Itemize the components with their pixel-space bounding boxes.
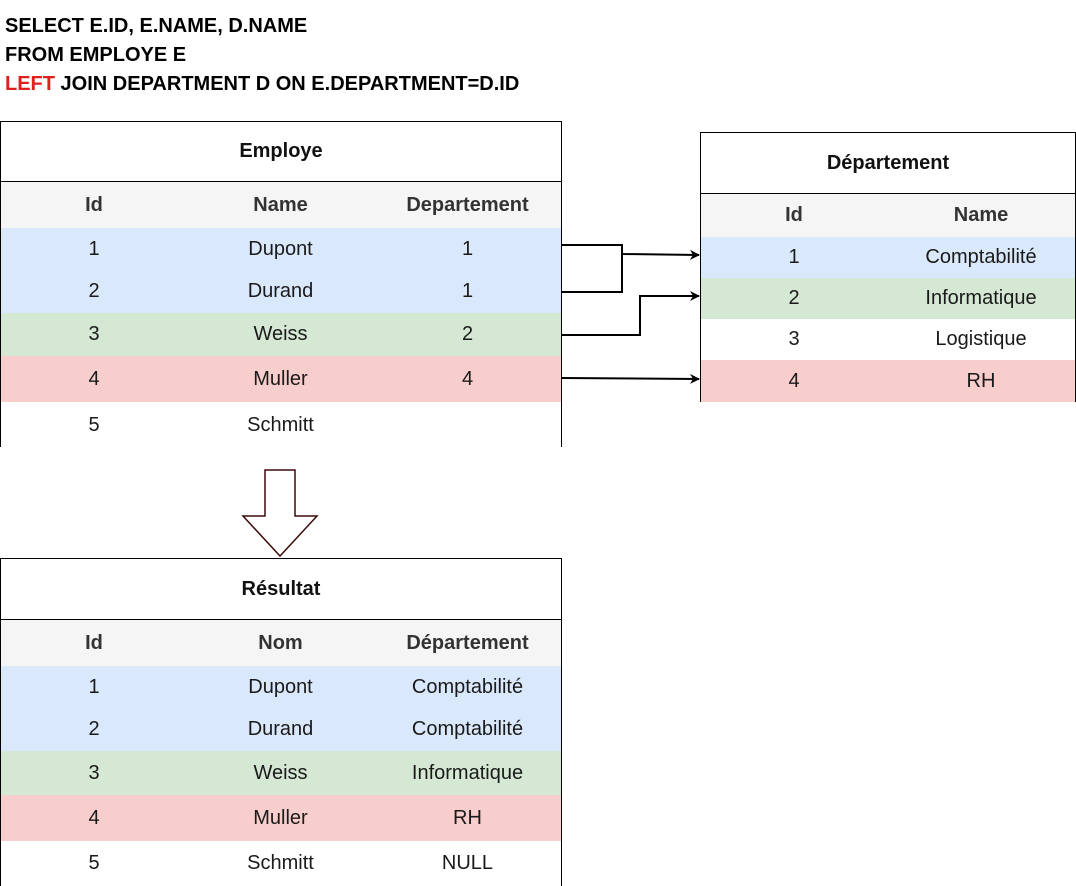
- resultat-table-cell: Weiss: [253, 761, 308, 784]
- employe-table-row: 4 Muller 4: [1, 356, 561, 402]
- departement-table-title: Département: [701, 133, 1075, 194]
- connector-dupont-to-dept-1: [562, 244, 700, 260]
- resultat-table-title: Résultat: [1, 559, 561, 620]
- employe-table-title: Employe: [1, 122, 561, 182]
- departement-table-cell: 2: [788, 287, 800, 309]
- departement-table-cell: Comptabilité: [925, 246, 1037, 268]
- departement-header-row: Id Name: [701, 194, 1075, 237]
- resultat-column-header: Id: [85, 631, 103, 654]
- resultat-table-row: 2 Durand Comptabilité: [1, 708, 561, 751]
- sql-line-from: FROM EMPLOYE E: [5, 44, 187, 66]
- employe-table: Employe Id Name Departement 1 Dupont 1 2 Durand…: [0, 121, 562, 448]
- resultat-table-cell: 4: [88, 806, 100, 829]
- resultat-table-cell: Schmitt: [247, 852, 314, 874]
- sql-query: SELECT E.ID, E.NAME, D.NAME FROM EMPLOYE…: [5, 12, 519, 99]
- departement-table-cell: 3: [788, 328, 800, 350]
- employe-table-row: 5 Schmitt: [1, 402, 561, 448]
- resultat-table-cell: 1: [88, 675, 100, 698]
- departement-table-cell: 4: [788, 369, 800, 392]
- departement-table-row: 1 Comptabilité: [701, 237, 1075, 278]
- sql-line-join: JOIN DEPARTMENT D ON E.DEPARTMENT=D.ID: [55, 73, 520, 95]
- resultat-table-cell: Muller: [253, 806, 308, 829]
- resultat-column-header: Nom: [258, 631, 303, 654]
- employe-header-row: Id Name Departement: [1, 182, 561, 228]
- employe-table-cell: Schmitt: [247, 413, 314, 436]
- employe-table-cell: 4: [461, 367, 474, 390]
- departement-column-header: Id: [785, 204, 803, 226]
- departement-column-header: Name: [953, 204, 1009, 226]
- resultat-table-row: 1 Dupont Comptabilité: [1, 666, 561, 708]
- resultat-table-cell: 3: [88, 761, 100, 784]
- employe-column-header: Name: [253, 193, 308, 216]
- employe-table-cell: Muller: [253, 367, 308, 390]
- connector-muller-to-dept-4: [561, 373, 700, 384]
- employe-table-cell: [374, 402, 561, 448]
- employe-table-cell: 1: [88, 237, 100, 260]
- departement-table-row: 4 RH: [701, 360, 1075, 402]
- resultat-table-cell: Comptabilité: [411, 675, 524, 698]
- sql-line-select: SELECT E.ID, E.NAME, D.NAME: [5, 15, 308, 37]
- connector-durand-to-dept-1: [562, 254, 623, 293]
- departement-table: Département Id Name 1 Comptabilité 2 Informat…: [700, 132, 1076, 402]
- resultat-table-cell: RH: [453, 806, 482, 829]
- employe-table-cell: Dupont: [248, 237, 313, 260]
- employe-table-body: Id Name Departement 1 Dupont 1 2 Durand 1 3 Weiss 2…: [1, 182, 561, 448]
- employe-table-cell: 4: [88, 367, 100, 390]
- resultat-table-row: 5 Schmitt NULL: [1, 841, 561, 886]
- resultat-column-header: Département: [406, 631, 529, 654]
- resultat-table-row: 4 Muller RH: [1, 795, 561, 841]
- resultat-table-cell: Dupont: [248, 675, 313, 698]
- employe-table-cell: 1: [461, 237, 474, 260]
- departement-table-cell: Logistique: [935, 328, 1027, 350]
- resultat-table-cell: Comptabilité: [411, 718, 524, 740]
- employe-table-cell: 5: [88, 413, 100, 436]
- resultat-table-cell: Durand: [247, 718, 314, 740]
- employe-column-header: Id: [85, 193, 103, 216]
- departement-table-cell: Informatique: [925, 287, 1037, 309]
- employe-table-cell: 2: [461, 323, 474, 345]
- employe-table-cell: Durand: [247, 280, 314, 302]
- employe-table-cell: 1: [461, 280, 474, 302]
- departement-table-cell: RH: [966, 369, 996, 392]
- departement-table-row: 3 Logistique: [701, 319, 1075, 360]
- employe-table-cell: 3: [88, 323, 100, 345]
- employe-table-cell: 2: [88, 280, 100, 302]
- departement-table-row: 2 Informatique: [701, 278, 1075, 319]
- employe-table-row: 1 Dupont 1: [1, 228, 561, 270]
- resultat-table-cell: 5: [88, 852, 100, 874]
- employe-column-header: Departement: [406, 193, 529, 216]
- employe-table-row: 3 Weiss 2: [1, 313, 561, 356]
- down-arrow-icon: [241, 469, 319, 558]
- resultat-table-row: 3 Weiss Informatique: [1, 751, 561, 795]
- resultat-table-cell: Informatique: [411, 761, 524, 784]
- sql-keyword-left: LEFT: [5, 73, 55, 95]
- connector-weiss-to-dept-2: [562, 291, 700, 336]
- employe-table-row: 2 Durand 1: [1, 270, 561, 313]
- employe-table-cell: Weiss: [253, 323, 308, 345]
- resultat-header-row: Id Nom Département: [1, 620, 561, 666]
- resultat-table-cell: 2: [88, 718, 100, 740]
- departement-table-body: Id Name 1 Comptabilité 2 Informatique 3 Logisti…: [701, 194, 1075, 402]
- resultat-table-cell: NULL: [441, 852, 494, 874]
- departement-table-cell: 1: [788, 246, 800, 268]
